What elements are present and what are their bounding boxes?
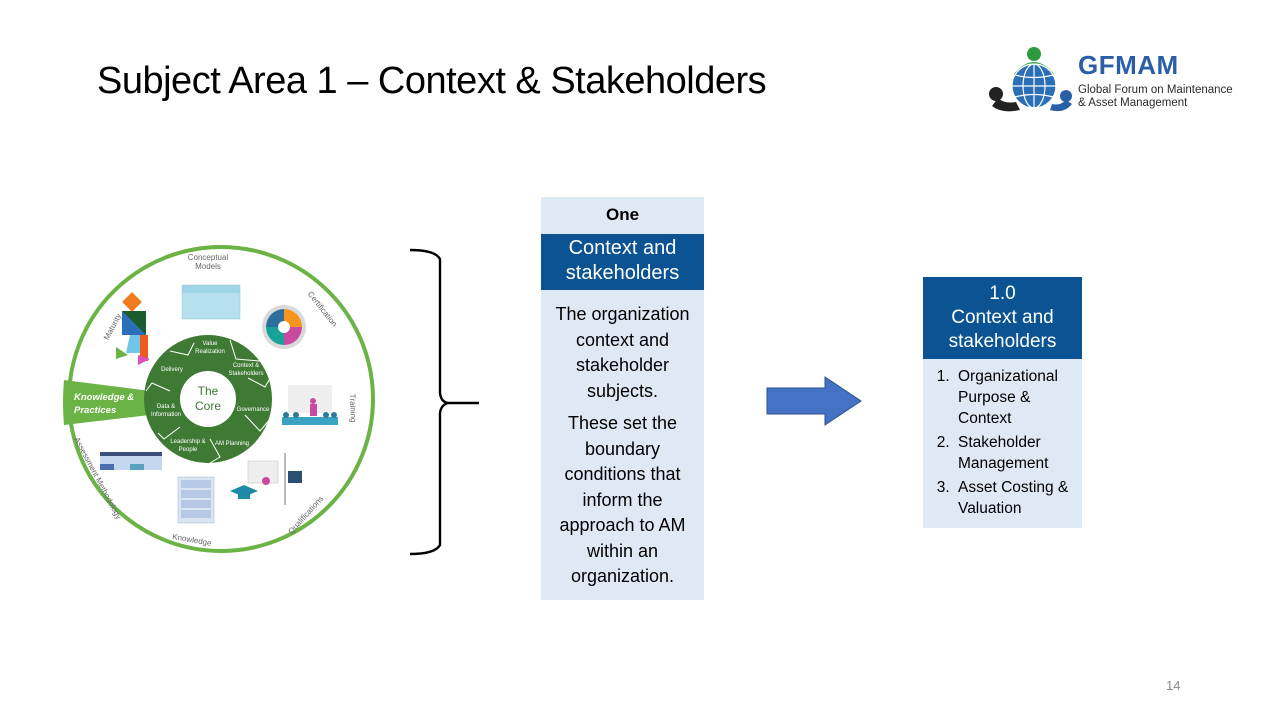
segment-am-planning: AM Planning xyxy=(215,441,249,447)
group-description: The organization context and stakeholder… xyxy=(541,290,704,590)
core-label-line1: The xyxy=(198,384,219,398)
subject-item-organizational-purpose: Organizational Purpose & Context xyxy=(954,366,1078,429)
page-number: 14 xyxy=(1166,678,1181,693)
desc1-line: context and xyxy=(575,329,670,350)
knowledge-practices-tab[interactable] xyxy=(63,380,150,425)
assessment-scale-icon xyxy=(100,452,162,470)
subject-group-one-card: One Context and stakeholders The organiz… xyxy=(541,197,704,600)
subject-item-asset-costing: Asset Costing & Valuation xyxy=(954,477,1078,519)
label-conceptual-models-1: Conceptual xyxy=(188,253,229,262)
logo-tagline: Global Forum on Maintenance & Asset Mana… xyxy=(1078,84,1238,110)
segment-leadership-2: People xyxy=(179,447,198,453)
item-line: Management xyxy=(958,455,1049,472)
subject-title-line1: Context and xyxy=(951,307,1054,328)
maturity-tangram-icon xyxy=(116,292,150,365)
label-conceptual-models-2: Models xyxy=(195,262,221,271)
tab-label-line2: Practices xyxy=(74,405,116,416)
curly-brace-icon xyxy=(409,248,479,556)
group-title-line2: stakeholders xyxy=(565,262,680,284)
subject-title-line2: stakeholders xyxy=(948,331,1057,352)
description-paragraph-1: The organization context and stakeholder… xyxy=(547,302,698,404)
subject-title-band: 1.0 Context and stakeholders xyxy=(923,277,1082,359)
right-arrow-icon xyxy=(766,376,862,426)
qualifications-cap-icon xyxy=(230,453,302,505)
desc2-line: conditions that xyxy=(564,464,681,484)
segment-leadership-1: Leadership & xyxy=(170,439,205,445)
globe-people-icon xyxy=(989,47,1072,112)
description-paragraph-2: These set the boundary conditions that i… xyxy=(547,411,698,590)
desc1-line: The organization xyxy=(555,304,690,324)
logo-tagline-line2: & Asset Management xyxy=(1078,97,1188,109)
training-presenter-icon xyxy=(282,385,338,425)
segment-delivery: Delivery xyxy=(161,367,183,373)
am-landscape-wheel: Knowledge & Practices The Core Value Rea… xyxy=(63,245,375,553)
core-label-line2: Core xyxy=(195,399,221,413)
gfmam-logo: GFMAM Global Forum on Maintenance & Asse… xyxy=(986,44,1236,116)
subject-item-stakeholder-management: Stakeholder Management xyxy=(954,432,1078,474)
knowledge-stack-icon xyxy=(177,476,215,524)
segment-value-realization-1: Value xyxy=(203,341,219,347)
segment-context-1: Context & xyxy=(233,363,259,369)
item-line: Context xyxy=(958,410,1012,427)
tab-label-line1: Knowledge & xyxy=(74,392,134,403)
segment-data-1: Data & xyxy=(157,404,175,410)
label-training: Training xyxy=(348,394,358,423)
models-card-icon xyxy=(181,284,241,320)
core-center xyxy=(180,371,236,427)
logo-name: GFMAM xyxy=(1078,50,1179,80)
subject-1-0-card: 1.0 Context and stakeholders Organizatio… xyxy=(923,277,1082,528)
group-title-line1: Context and xyxy=(568,237,677,259)
desc1-line: subjects. xyxy=(586,380,659,401)
desc2-line: approach to AM xyxy=(559,515,686,535)
group-title-band: Context and stakeholders xyxy=(541,234,704,290)
item-line: Organizational xyxy=(958,368,1058,385)
segment-data-2: Information xyxy=(151,412,181,418)
desc2-line: organization. xyxy=(570,566,675,586)
subject-number: 1.0 xyxy=(989,283,1016,304)
desc2-line: These set the xyxy=(567,413,678,433)
slide-title: Subject Area 1 – Context & Stakeholders xyxy=(97,60,767,102)
desc2-line: inform the xyxy=(582,489,663,510)
item-line: Asset Costing & xyxy=(958,479,1069,496)
subject-list: Organizational Purpose & Context Stakeho… xyxy=(923,359,1082,519)
logo-tagline-line1: Global Forum on Maintenance xyxy=(1078,84,1233,96)
core-dividers xyxy=(145,339,273,464)
desc2-line: within an xyxy=(586,540,659,561)
segment-governance: Governance xyxy=(237,407,270,413)
desc1-line: stakeholder xyxy=(575,355,670,375)
desc2-line: boundary xyxy=(584,438,661,459)
group-heading: One xyxy=(605,205,640,224)
item-line: Purpose & xyxy=(958,389,1031,406)
item-line: Valuation xyxy=(958,500,1022,517)
certification-circle-icon xyxy=(262,305,306,349)
segment-value-realization-2: Realization xyxy=(195,349,225,355)
segment-context-2: Stakeholders xyxy=(228,371,263,377)
item-line: Stakeholder xyxy=(958,434,1041,451)
